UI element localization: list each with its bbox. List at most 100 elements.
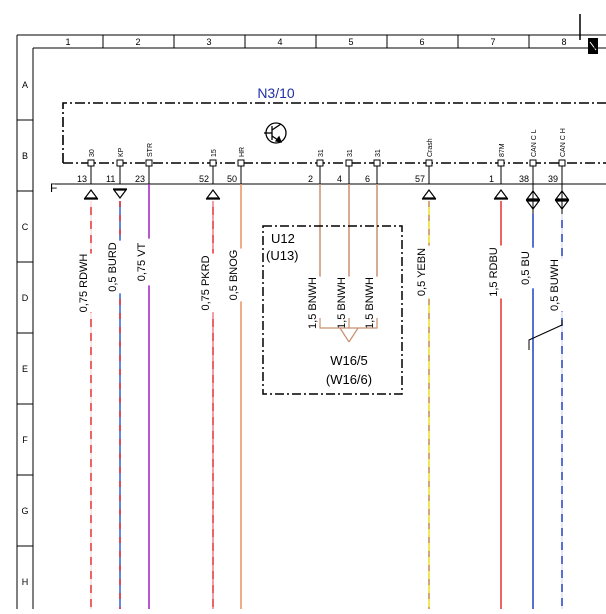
wire: 1,5 BNWH bbox=[336, 184, 354, 330]
pin-name: STR bbox=[147, 143, 154, 157]
row-label: H bbox=[22, 577, 29, 587]
pin-name: 31 bbox=[375, 149, 382, 157]
pin-socket bbox=[425, 159, 433, 167]
wire-label: 1,5 BNWH bbox=[336, 277, 348, 329]
transistor-icon bbox=[264, 122, 287, 144]
pin-number: 52 bbox=[199, 174, 209, 184]
wire-label-gap bbox=[424, 245, 434, 299]
wire-label-gap bbox=[496, 245, 506, 299]
pin-name: 31 bbox=[347, 149, 354, 157]
pin-socket bbox=[497, 159, 505, 167]
wire-label: 0,5 BNOG bbox=[228, 250, 240, 301]
terminal-up-icon bbox=[205, 189, 221, 199]
wire-label-gap bbox=[115, 240, 125, 294]
column-label: 7 bbox=[490, 37, 495, 47]
pin-number: 57 bbox=[415, 174, 425, 184]
column-label: 6 bbox=[419, 37, 424, 47]
wire: 0,75 VT bbox=[136, 184, 154, 609]
pin-socket bbox=[87, 159, 95, 167]
pin-name: 87M bbox=[499, 143, 506, 157]
wire-label-gap bbox=[344, 276, 354, 330]
pin-name: 31 bbox=[318, 149, 325, 157]
pin-number: 4 bbox=[337, 174, 342, 184]
wire-label: 0,75 PKRD bbox=[200, 255, 212, 310]
pins-layer: 3013KP11STR231552HR50312314316Crash5787M… bbox=[77, 128, 570, 214]
pin-name: Crash bbox=[427, 138, 434, 157]
wire-label: 0,5 YEBN bbox=[416, 248, 428, 296]
pin-name: 15 bbox=[211, 149, 218, 157]
wire-label-gap bbox=[236, 248, 246, 302]
column-label: 2 bbox=[135, 37, 140, 47]
terminal-up-icon bbox=[83, 189, 99, 199]
pin-name: CAN C L bbox=[531, 129, 538, 157]
wire: 1,5 RDBU bbox=[488, 201, 506, 609]
wire: 0,75 RDWH bbox=[78, 201, 96, 609]
terminal-up-icon bbox=[421, 189, 437, 199]
pin-number: 39 bbox=[548, 174, 558, 184]
wire: 1,5 BNWH bbox=[364, 184, 382, 330]
ground-merge bbox=[319, 318, 378, 343]
connector-letter: F bbox=[50, 181, 57, 195]
wire-label-gap bbox=[528, 247, 538, 289]
wire-label-gap bbox=[208, 253, 218, 313]
pin-number: 38 bbox=[519, 174, 529, 184]
wire-label-gap bbox=[315, 276, 325, 330]
wire: 0,5 YEBN bbox=[416, 201, 434, 609]
wire-label: 0,75 RDWH bbox=[78, 254, 90, 313]
ground-point-label: W16/5 bbox=[330, 353, 368, 368]
can-twist-marker bbox=[528, 320, 563, 350]
pin-number: 2 bbox=[308, 174, 313, 184]
terminal-down-icon bbox=[112, 189, 128, 199]
module-label: N3/10 bbox=[257, 85, 295, 101]
pin-socket bbox=[558, 159, 566, 167]
pin-socket bbox=[316, 159, 324, 167]
pin-socket bbox=[373, 159, 381, 167]
wire-label-gap bbox=[144, 238, 154, 286]
pin-number: 50 bbox=[227, 174, 237, 184]
pin-socket bbox=[345, 159, 353, 167]
wire: 1,5 BNWH bbox=[307, 184, 325, 330]
pin-number: 13 bbox=[77, 174, 87, 184]
column-label: 3 bbox=[206, 37, 211, 47]
wire-label: 0,5 BUWH bbox=[549, 259, 561, 311]
wire-label: 1,5 BNWH bbox=[364, 277, 376, 329]
wire-label: 0,5 BURD bbox=[107, 242, 119, 292]
wire-label-gap bbox=[557, 258, 567, 312]
pin-socket bbox=[116, 159, 124, 167]
column-label: 1 bbox=[65, 37, 70, 47]
column-label: 5 bbox=[348, 37, 353, 47]
module-boundary bbox=[62, 102, 606, 163]
pin-socket bbox=[209, 159, 217, 167]
wires-layer: 0,75 RDWH 0,5 BURD 0,75 VT 0,75 PKRD 0,5 BNO… bbox=[78, 184, 567, 609]
wire-label: 0,75 VT bbox=[136, 242, 148, 281]
column-label: 8 bbox=[561, 37, 566, 47]
pin-name: 30 bbox=[89, 149, 96, 157]
pin-number: 1 bbox=[489, 174, 494, 184]
row-label: B bbox=[22, 151, 28, 161]
pin-number: 6 bbox=[365, 174, 370, 184]
row-label: F bbox=[22, 435, 28, 445]
wire: 0,5 BU bbox=[520, 214, 538, 609]
wire: 0,5 BUWH bbox=[549, 214, 567, 609]
row-label: A bbox=[22, 80, 28, 90]
pin-socket bbox=[529, 159, 537, 167]
terminal-up-icon bbox=[493, 189, 509, 199]
pin-name: CAN C H bbox=[560, 128, 567, 157]
row-label: E bbox=[22, 364, 28, 374]
row-label: C bbox=[22, 222, 29, 232]
wire-label: 1,5 RDBU bbox=[488, 247, 500, 297]
row-label: D bbox=[22, 293, 29, 303]
pin-number: 11 bbox=[106, 174, 115, 184]
pin-name: KP bbox=[118, 147, 125, 157]
ground-box bbox=[262, 225, 403, 395]
ground-box-sublabel: (U13) bbox=[266, 248, 299, 263]
page-marker-stroke bbox=[589, 41, 597, 51]
pin-name: HR bbox=[239, 147, 246, 157]
row-label: G bbox=[21, 506, 28, 516]
wire: 0,5 BURD bbox=[107, 201, 125, 609]
wire-label: 1,5 BNWH bbox=[307, 277, 319, 329]
pin-socket bbox=[145, 159, 153, 167]
wire: 0,5 BNOG bbox=[228, 184, 246, 609]
